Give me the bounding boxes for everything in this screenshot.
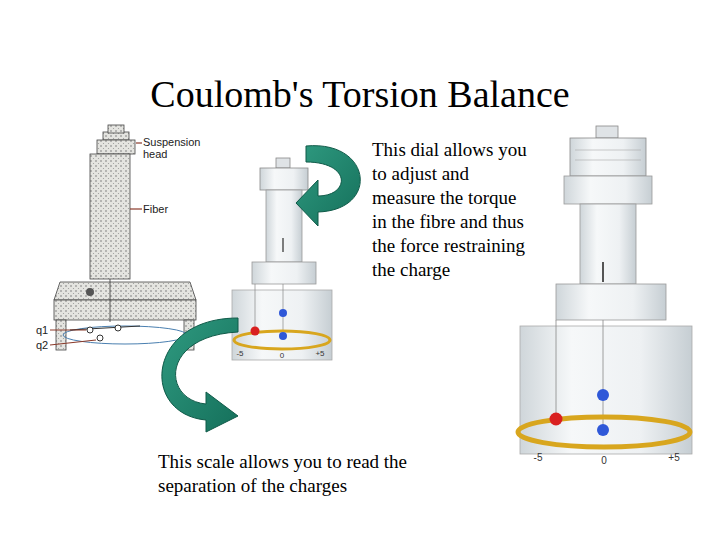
annotation-text: This scale allows you to read the separa…	[158, 450, 438, 498]
part-label: Fiber	[143, 203, 193, 215]
slide-title: Coulomb's Torsion Balance	[0, 72, 720, 116]
curved-arrow	[162, 318, 238, 432]
curved-arrow	[296, 146, 360, 226]
part-label: Suspension head	[143, 136, 213, 160]
scale-number: +5	[310, 349, 330, 358]
annotation-text: This dial allows you to adjust and measu…	[372, 138, 530, 282]
charge-label: q2	[36, 339, 52, 351]
scale-number: -5	[526, 452, 550, 463]
scale-number: 0	[592, 455, 616, 466]
scale-number: +5	[662, 452, 686, 463]
charge-label: q1	[36, 324, 52, 336]
apparatus-large	[518, 126, 692, 454]
scale-number: -5	[230, 349, 250, 358]
scale-number: 0	[272, 351, 292, 360]
apparatus-engraving	[50, 125, 196, 350]
